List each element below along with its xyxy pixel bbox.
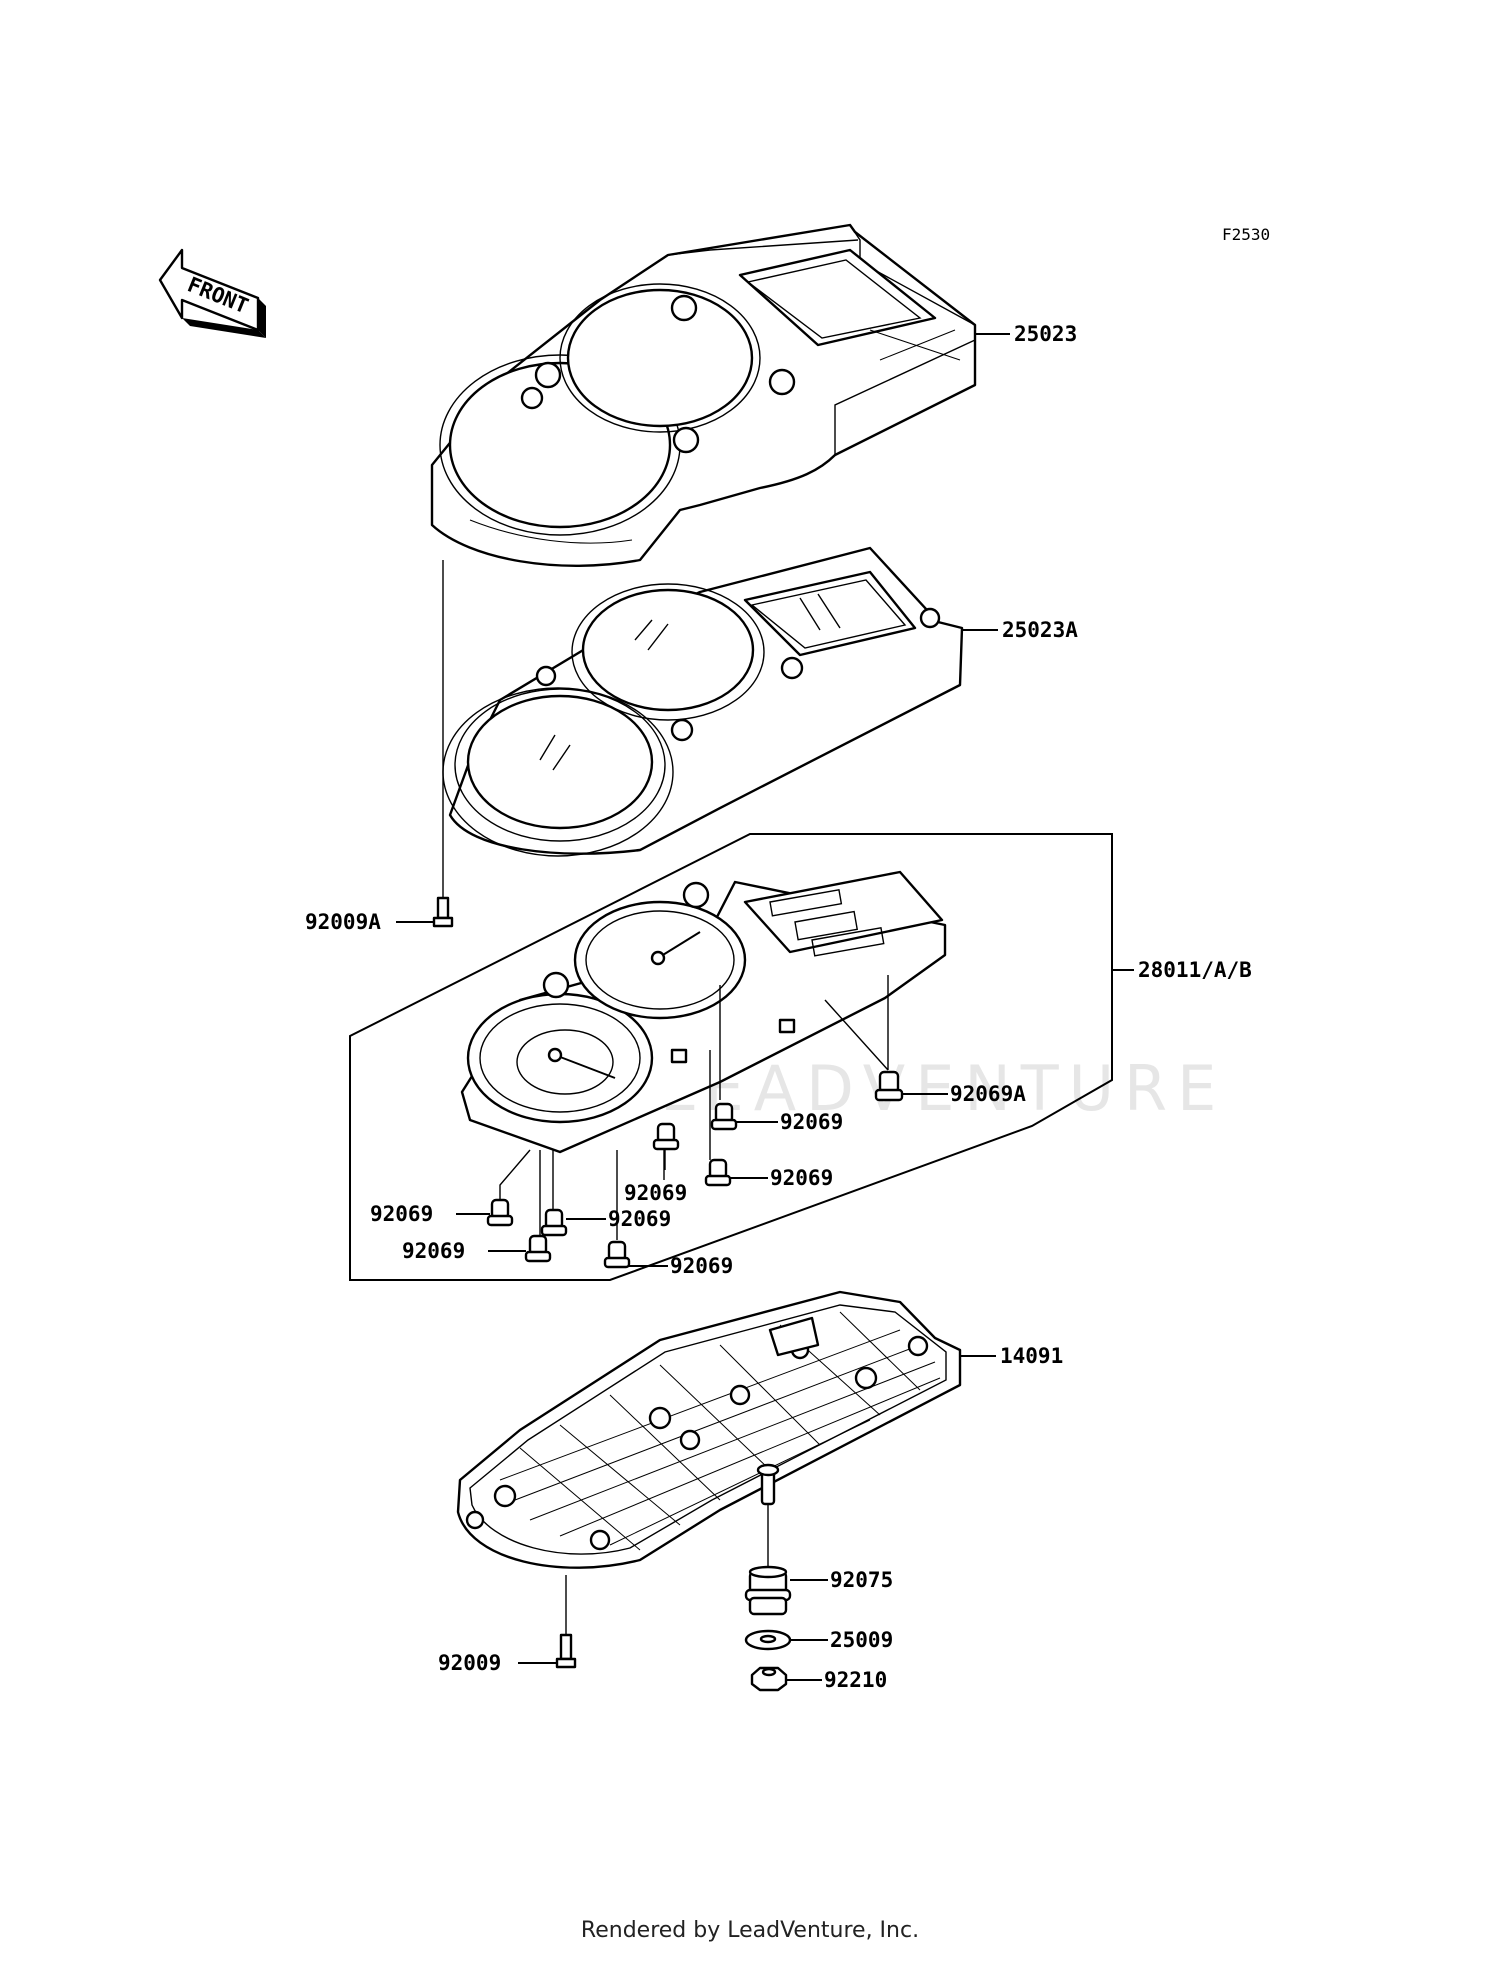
- label-25009: 25009: [830, 1628, 893, 1652]
- label-92069A: 92069A: [950, 1082, 1026, 1106]
- socket-92069-a: [710, 1102, 738, 1131]
- front-arrow-icon: FRONT: [158, 248, 266, 338]
- label-92069-f: 92069: [402, 1239, 465, 1263]
- nut-92210: [750, 1666, 788, 1692]
- upper-meter-cover: [430, 223, 977, 567]
- label-92069-a: 92069: [780, 1110, 843, 1134]
- meter-lower-cover: [456, 1290, 962, 1569]
- label-14091: 14091: [1000, 1344, 1063, 1368]
- label-25023A: 25023A: [1002, 618, 1078, 642]
- label-92069-g: 92069: [670, 1254, 733, 1278]
- footer-credit: Rendered by LeadVenture, Inc.: [580, 1918, 920, 1943]
- screw-92009: [555, 1633, 577, 1669]
- leader-92069-stud4: [499, 1149, 531, 1200]
- socket-92069A: [874, 1070, 904, 1102]
- leader-92069A-lines: [824, 975, 889, 1071]
- grommet-92075: [744, 1565, 792, 1616]
- meter-assembly: [460, 870, 947, 1154]
- label-92069-e: 92069: [608, 1207, 671, 1231]
- label-92075: 92075: [830, 1568, 893, 1592]
- screw-92009A: [432, 896, 454, 928]
- label-92069-b: 92069: [624, 1181, 687, 1205]
- socket-92069-e: [540, 1208, 568, 1237]
- assembly-outline: [349, 833, 1113, 1281]
- label-92009A: 92009A: [305, 910, 381, 934]
- label-92069-c: 92069: [770, 1166, 833, 1190]
- socket-92069-c: [704, 1158, 732, 1187]
- meter-case: [442, 546, 964, 857]
- socket-92069-d: [486, 1198, 514, 1227]
- label-92210: 92210: [824, 1668, 887, 1692]
- label-92069-d: 92069: [370, 1202, 433, 1226]
- diagram-code: F2530: [1222, 225, 1270, 244]
- label-25023: 25023: [1014, 322, 1077, 346]
- washer-25009: [744, 1629, 792, 1651]
- socket-92069-g: [603, 1240, 631, 1269]
- socket-92069-f: [524, 1234, 552, 1263]
- socket-92069-b: [652, 1122, 680, 1151]
- label-92009: 92009: [438, 1651, 501, 1675]
- label-28011: 28011/A/B: [1138, 958, 1252, 982]
